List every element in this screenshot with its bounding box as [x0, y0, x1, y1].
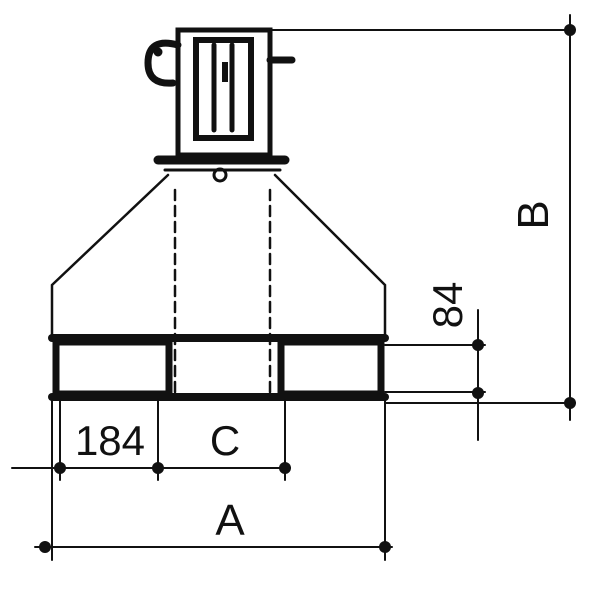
dimension-lines — [11, 14, 576, 561]
dimension-c-label: C — [210, 417, 240, 464]
motor — [144, 27, 571, 158]
dimension-b-label: B — [509, 200, 558, 229]
dimension-184-label: 184 — [75, 417, 145, 464]
dimension-a-label: A — [215, 496, 245, 545]
housing — [50, 173, 387, 397]
base-frame — [48, 334, 389, 401]
flange — [153, 155, 290, 183]
dimension-dots — [39, 24, 576, 553]
dimension-84-label: 84 — [424, 282, 471, 329]
